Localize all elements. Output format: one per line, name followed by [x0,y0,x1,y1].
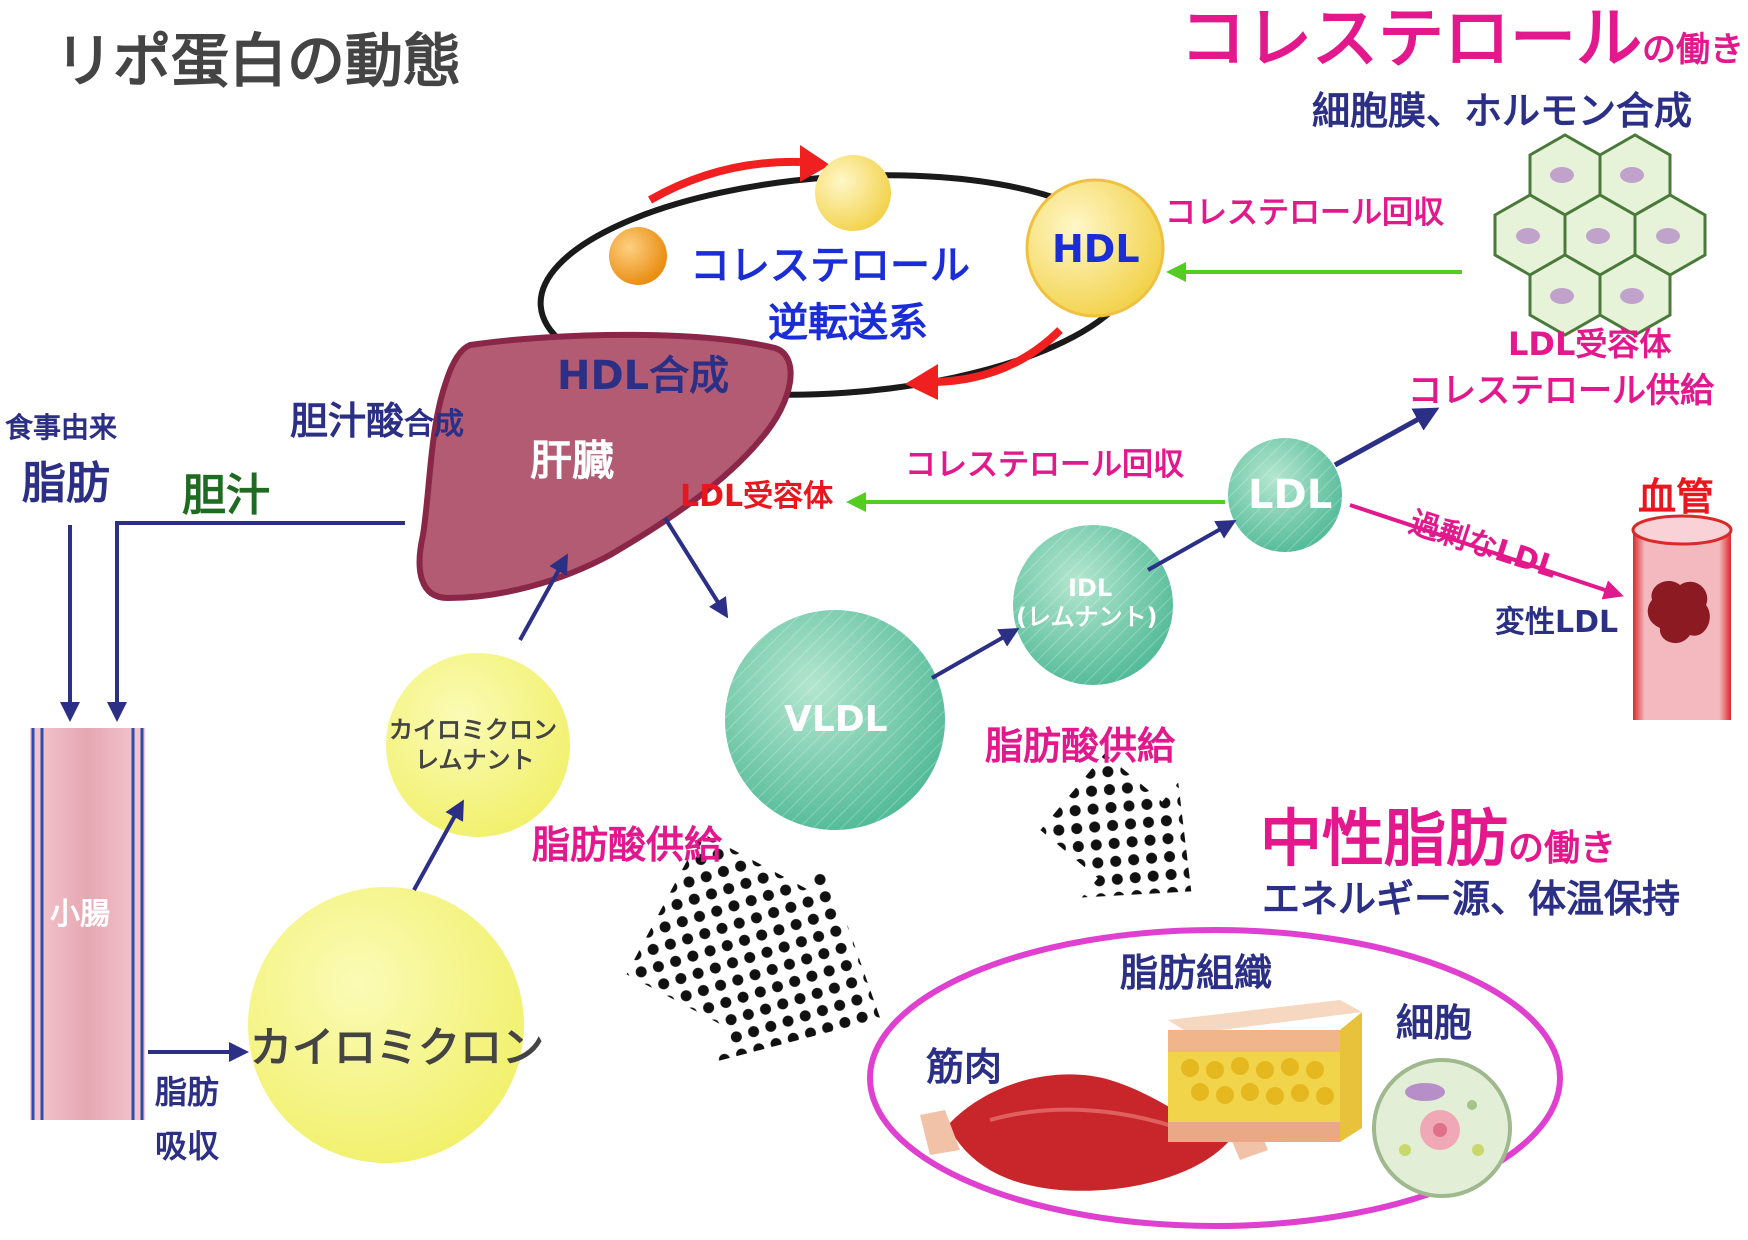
bile-acid-synthesis: 胆汁酸合成 [290,402,464,440]
cholesterol-heading-main: コレステロール [1180,0,1642,77]
triglyceride-roles: エネルギー源、体温保持 [1262,877,1681,921]
bile-path-arrow [107,521,405,722]
reverse-transport-line2: 逆転送系 [768,300,928,346]
dietary-fat-line2: 脂肪 [22,458,110,509]
cholesterol-heading: コレステロールの働き [1180,6,1744,72]
liver-shape [416,331,794,602]
chylomicron-fatty-acid-supply: 脂肪酸供給 [532,823,723,867]
fat-absorption-line2: 吸収 [155,1127,220,1165]
ldl-receptor-cells: LDL受容体 [1508,325,1672,363]
idl-label-line2: (レムナント) [1016,603,1158,631]
cholesterol-roles: 細胞膜、ホルモン合成 [1312,89,1693,133]
triglyceride-heading-suffix: の働き [1508,828,1617,869]
small-intestine-label: 小腸 [50,897,110,932]
chylomicron-remnant-line1: カイロミクロン [389,716,557,744]
chylomicron-remnant-particle [386,653,570,837]
oxidized-ldl-label: 変性LDL [1495,605,1619,640]
chylomicron-label: カイロミクロン [250,1023,545,1072]
arrow-chylomicron-to-remnant [412,799,464,891]
vessel-label: 血管 [1638,475,1715,519]
cell-label: 細胞 [1396,1001,1473,1045]
arrow-remnant-to-liver [518,553,568,641]
muscle-label: 筋肉 [926,1045,1003,1089]
adipose-tissue-label: 脂肪組織 [1120,951,1273,995]
hdl-synthesis: HDL合成 [557,353,730,399]
lipoprotein-particle-orange [609,227,667,285]
arrow-liver-to-vldl [663,516,729,619]
reverse-transport-line1: コレステロール [690,243,970,289]
bile-acid-suffix: 合成 [404,407,465,442]
fatty-acid-arrow-from-chylomicron [626,833,881,1062]
arrow-vldl-to-idl [931,628,1020,680]
ldl-label: LDL [1248,472,1333,518]
fat-absorption-line1: 脂肪 [155,1073,220,1111]
ldl-cholesterol-recovery: コレステロール回収 [905,447,1184,483]
lipoprotein-particle-gold [815,155,891,231]
triglyceride-heading-main: 中性脂肪 [1260,802,1509,875]
ldl-receptor-liver: LDL受容体 [680,479,834,514]
liver-label: 肝臓 [530,436,615,485]
arrow-ldl-to-cells [1333,407,1440,468]
cholesterol-heading-suffix: の働き [1642,30,1744,70]
fatty-acid-arrow-from-vldl [1040,753,1192,898]
vldl-label: VLDL [784,699,888,740]
arrow-idl-to-ldl [1147,520,1237,572]
idl-label-line1: IDL [1068,574,1113,602]
cholesterol-recovery-from-cells: コレステロール回収 [1165,195,1444,231]
small-intestine-tube [30,728,145,1120]
adipose-tissue-illustration [1168,1000,1362,1142]
target-tissues-ellipse [867,927,1563,1229]
red-curved-arrow-bottom [934,327,1063,386]
hdl-particle [1025,178,1165,318]
chylomicron-remnant-line2: レムナント [415,746,535,774]
vldl-fatty-acid-supply: 脂肪酸供給 [985,724,1176,768]
oxidized-ldl-plaque [1647,580,1710,644]
bile-label: 胆汁 [182,470,270,521]
hdl-label: HDL [1052,227,1140,271]
cell-illustration [1372,1058,1512,1198]
dietary-fat-line1: 食事由来 [5,411,118,444]
page-title: リポ蛋白の動態 [55,27,462,95]
cholesterol-supply: コレステロール供給 [1408,371,1714,411]
bile-acid-prefix: 胆汁酸 [290,399,405,443]
arrow-excess-ldl-to-vessel [1349,503,1624,600]
chylomicron-particle [248,887,524,1163]
triglyceride-heading: 中性脂肪の働き [1260,808,1616,870]
red-curved-arrow-top [648,157,801,204]
